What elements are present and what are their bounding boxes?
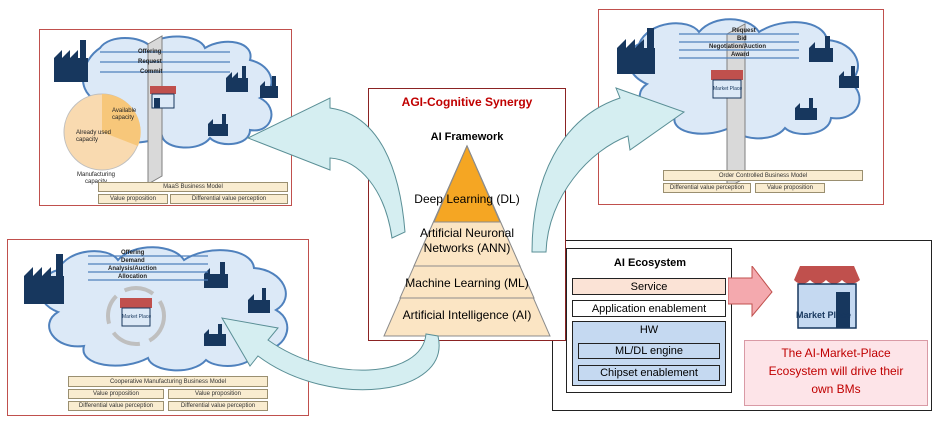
maas-business-model-panel: Offering Request Commit Available capaci… [39,29,292,206]
framework-title: AGI-Cognitive Synergy [401,95,533,109]
marketplace-store-icon [794,266,860,329]
tier-label-ai: Artificial Intelligence (AI) [402,308,532,322]
marketplace-label: Market Place [796,310,852,320]
pie-used-label: Already used capacity [76,130,112,143]
bm-label-bar: Cooperative Manufacturing Business Model [68,376,268,387]
flow-label: Offering [138,49,162,55]
flow-label: Demand [121,258,145,264]
value-bar: Differential value perception [68,401,164,411]
tier-label-dl: Deep Learning (DL) [414,192,520,206]
value-bar: Value proposition [98,194,168,204]
pie-available-slice [102,93,141,146]
flow-label: Analysis/Auction [108,266,157,272]
framework-subtitle: AI Framework [430,131,504,143]
chipset-enablement-box: Chipset enablement [578,365,720,381]
value-bar: Differential value perception [663,183,751,193]
value-bar: Differential value perception [170,194,288,204]
factory-icon [248,288,270,313]
value-bar: Differential value perception [168,401,268,411]
value-bar: Value proposition [755,183,825,193]
factory-icon [260,76,278,98]
pie-available-label: Available capacity [112,108,137,121]
flow-label: Allocation [118,274,148,280]
right-arrow-icon [728,266,773,318]
factory-icon [24,254,64,304]
flow-arrows [100,51,230,73]
interface-wall [147,35,163,185]
tier-label-ml: Machine Learning (ML) [405,276,529,290]
factory-icon [54,40,88,82]
marketplace-label: Market Place [713,86,743,92]
flow-label: Request [138,59,162,65]
ml-dl-engine-box: ML/DL engine [578,343,720,359]
application-enablement-box: Application enablement [572,300,726,317]
callout-line: own BMs [811,382,861,396]
factory-icon [617,28,655,74]
marketplace-label: Market Place [122,314,152,320]
value-bar: Value proposition [168,389,268,399]
hw-label: HW [639,324,659,336]
pyramid-dl-tier [433,144,501,223]
ai-pyramid [383,144,551,337]
store-icon [150,86,176,109]
cooperative-panel: Offering Demand Analysis/Auction Allocat… [7,239,309,416]
cooperation-ring [106,286,166,346]
callout-line: The AI-Market-Place [781,346,891,360]
factory-icon [809,36,833,62]
tier-label-ann-line2: Networks (ANN) [423,241,511,255]
cooperative-diagram [24,246,289,372]
store-icon [120,298,152,327]
maas-diagram [54,35,278,185]
flow-label: Award [731,52,750,58]
bm-label-bar: MaaS Business Model [98,182,288,192]
flow-label: Request [732,28,756,34]
bm-label-bar: Order Controlled Business Model [663,170,863,181]
factory-icon [839,66,859,88]
flow-arrows [88,255,208,281]
flow-arrows [679,33,799,59]
curved-arrow-icon [531,87,686,253]
flow-label: Offering [121,250,145,256]
curved-arrow-icon [221,317,440,391]
callout-box [744,340,928,406]
store-icon [711,70,743,99]
value-bar: Value proposition [68,389,164,399]
factory-icon [204,324,226,346]
curved-arrow-icon [246,97,406,239]
order-diagram [617,18,861,189]
factory-icon [226,66,248,92]
factory-icon [795,98,817,120]
ecosystem-title: AI Ecosystem [613,257,687,269]
flow-label: Negotiation/Auction [709,44,766,50]
flow-label: Commit [140,69,163,75]
pie-caption: Manufacturing capacity [76,172,116,185]
flow-label: Bid [737,36,747,42]
tier-label-ann-line1: Artificial Neuronal [419,226,515,240]
callout-line: Ecosystem will drive their [768,364,904,378]
service-box: Service [572,278,726,295]
factory-icon [208,114,228,136]
